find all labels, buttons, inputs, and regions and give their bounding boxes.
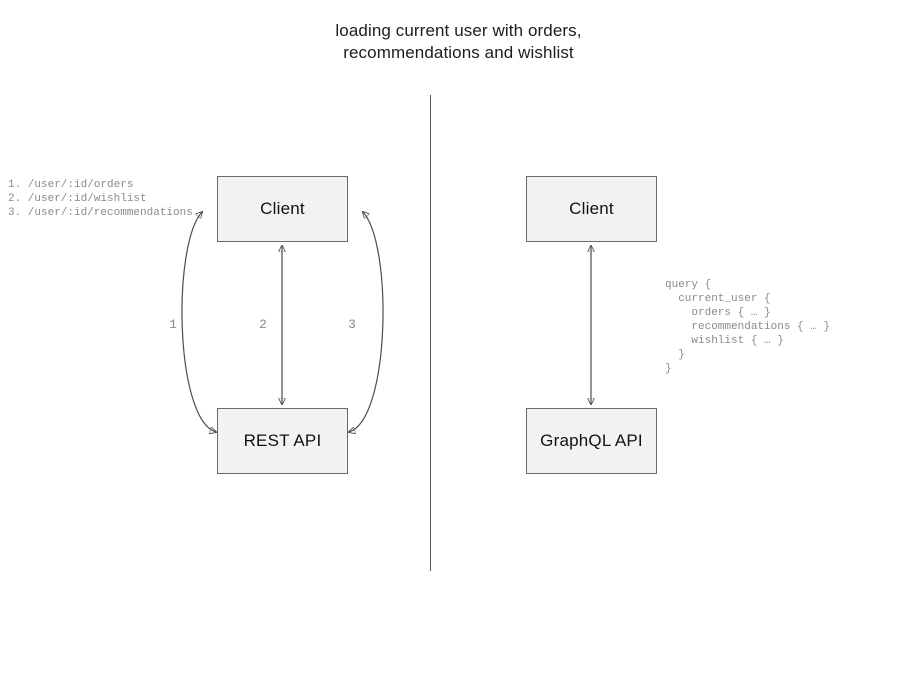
node-rest-api[interactable]: REST API [217, 408, 348, 474]
rest-endpoint-list: 1. /user/:id/orders 2. /user/:id/wishlis… [8, 179, 193, 219]
graphql-query-snippet: query { current_user { orders { … } reco… [665, 279, 831, 375]
edge-label-3: 3 [348, 317, 356, 332]
vertical-divider [430, 95, 431, 571]
page-title: loading current user with orders, recomm… [335, 21, 582, 62]
node-rest-client[interactable]: Client [217, 176, 348, 242]
node-graphql-client[interactable]: Client [526, 176, 657, 242]
edge-rest-1-path [181, 212, 216, 432]
node-graphql-api[interactable]: GraphQL API [526, 408, 657, 474]
edge-label-2: 2 [259, 317, 267, 332]
edge-label-1: 1 [169, 317, 177, 332]
